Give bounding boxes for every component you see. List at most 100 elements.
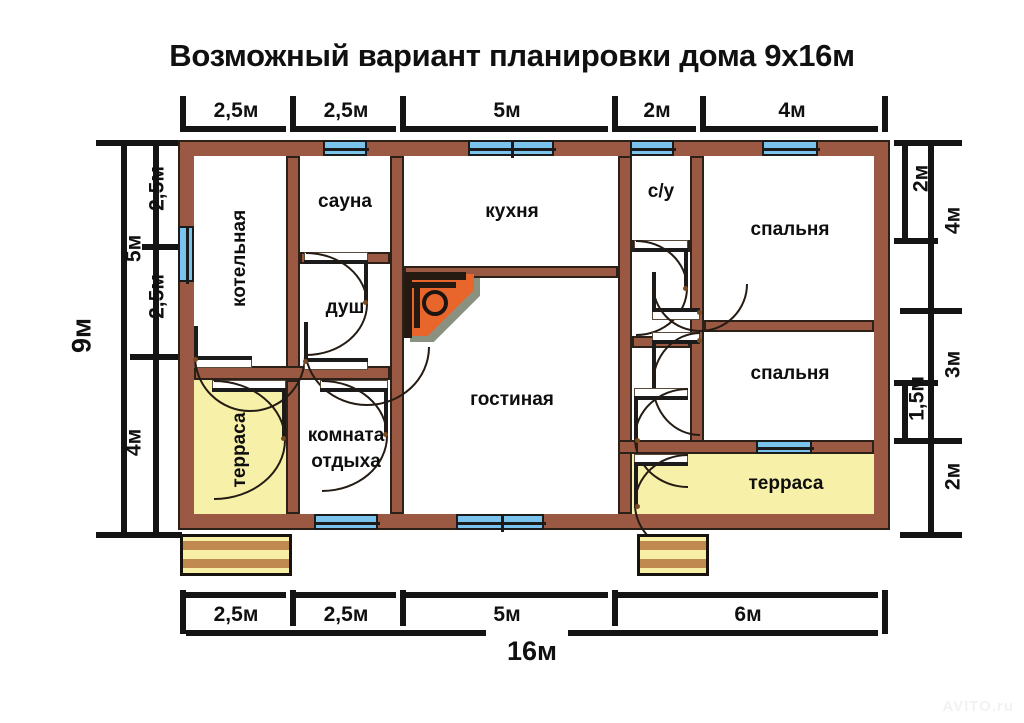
window (756, 440, 814, 454)
house-floor-plan: котельная сауна душ терраса комната отды… (178, 140, 890, 554)
left-mid-bar (153, 360, 159, 532)
right-inner-tick (894, 140, 938, 146)
room-label-bedroom-2: спальня (750, 363, 830, 384)
bottom-dim-bar (296, 592, 396, 598)
left-outer-tick (96, 140, 152, 146)
door-terrace-left (212, 380, 290, 500)
fireplace-icon (404, 272, 484, 346)
bottom-dimension-strip: 2,5м 2,5м 5м 6м 16м (0, 590, 1024, 680)
door-hall-lower (634, 388, 692, 488)
window (323, 140, 369, 156)
window (456, 514, 546, 532)
room-kitchen (404, 156, 618, 266)
bottom-dim-label: 2,5м (323, 603, 369, 626)
room-label-terrace-right: терраса (748, 473, 824, 494)
right-outer-label: 2м (941, 462, 965, 491)
window (178, 226, 194, 284)
left-mid-bar (153, 146, 159, 354)
top-dimension-strip: 2,5м 2,5м 5м 2м 4м (0, 96, 1024, 140)
top-dim-bar (706, 126, 878, 132)
left-outer-dimension: 9м (60, 140, 152, 538)
room-label-terrace-left: терраса (229, 412, 251, 488)
total-dim-label: 16м (506, 636, 557, 666)
room-label-sauna: сауна (318, 191, 372, 212)
door-bedroom-1 (652, 272, 748, 332)
partition-wall (390, 156, 404, 514)
bottom-dim-bar (406, 592, 608, 598)
top-tick (612, 96, 618, 132)
watermark: AVITO.ru (942, 698, 1014, 715)
left-outer-label: 9м (66, 318, 97, 353)
top-tick (882, 96, 888, 132)
left-mid-tick (130, 532, 182, 538)
partition-wall (286, 156, 300, 378)
total-dim-bar (568, 630, 878, 636)
top-tick (290, 96, 296, 132)
right-outer-bar (928, 146, 934, 308)
top-dim-bar (186, 126, 286, 132)
right-inner-bar (902, 386, 908, 438)
room-label-rest-line1: комната (307, 425, 385, 446)
right-inner-dimension: 2м 1,5м (888, 140, 944, 538)
left-outer-tick (96, 532, 152, 538)
room-label-bedroom-1: спальня (750, 219, 830, 240)
room-label-wc: с/у (647, 181, 675, 202)
bottom-tick (290, 590, 296, 626)
right-outer-label: 3м (941, 350, 965, 379)
right-inner-label: 1,5м (905, 376, 929, 421)
room-bedroom-2 (704, 332, 874, 440)
room-label-living: гостиная (470, 389, 554, 410)
right-outer-bar (928, 444, 934, 532)
room-wc (632, 156, 690, 240)
bottom-tick (612, 590, 618, 626)
top-dim-label: 2,5м (323, 99, 369, 122)
bottom-tick (180, 590, 186, 634)
left-mid-label: 4м (122, 428, 146, 457)
top-dim-label: 4м (778, 99, 806, 122)
bottom-dim-label: 5м (493, 603, 521, 626)
left-inner-label: 2,5м (145, 274, 169, 319)
page-title: Возможный вариант планировки дома 9х16м (169, 38, 855, 73)
window (630, 140, 676, 156)
top-tick (180, 96, 186, 132)
top-dim-label: 2м (643, 99, 671, 122)
right-inner-tick (894, 438, 938, 444)
top-tick (700, 96, 706, 132)
top-dim-label: 2,5м (213, 99, 259, 122)
partition-wall (618, 156, 632, 514)
top-dim-bar (618, 126, 696, 132)
right-outer-tick (900, 308, 962, 314)
right-inner-bar (902, 146, 908, 238)
bottom-tick (400, 590, 406, 626)
bottom-dim-bar (618, 592, 878, 598)
door-bedroom-2 (652, 332, 704, 436)
left-inner-dimension: 2,5м 2,5м (112, 140, 189, 360)
left-inner-tick (142, 244, 188, 250)
window (314, 514, 380, 530)
right-outer-tick (900, 532, 962, 538)
total-dim-bar (186, 630, 486, 636)
door-terrace-right (634, 454, 692, 554)
room-boiler (194, 156, 286, 366)
entry-steps-left (180, 534, 292, 576)
entry-steps-right (637, 534, 709, 576)
room-label-shower: душ (325, 297, 365, 318)
room-label-kitchen: кухня (485, 201, 539, 222)
left-outer-bar (121, 146, 127, 532)
top-dim-bar (406, 126, 608, 132)
left-inner-tick (142, 354, 188, 360)
room-label-rest-line2: отдыха (311, 451, 381, 472)
top-dim-bar (296, 126, 396, 132)
room-label-boiler: котельная (229, 209, 251, 307)
right-inner-label: 2м (909, 164, 933, 193)
right-outer-label: 4м (941, 206, 965, 235)
bottom-dim-bar (186, 592, 286, 598)
bottom-dim-label: 2,5м (213, 603, 259, 626)
left-inner-tick (142, 140, 188, 146)
room-sauna (300, 156, 390, 252)
left-inner-label: 2,5м (145, 166, 169, 211)
door-shower (303, 322, 430, 406)
window (468, 140, 556, 158)
window (762, 140, 820, 156)
bottom-dim-label: 6м (734, 603, 762, 626)
